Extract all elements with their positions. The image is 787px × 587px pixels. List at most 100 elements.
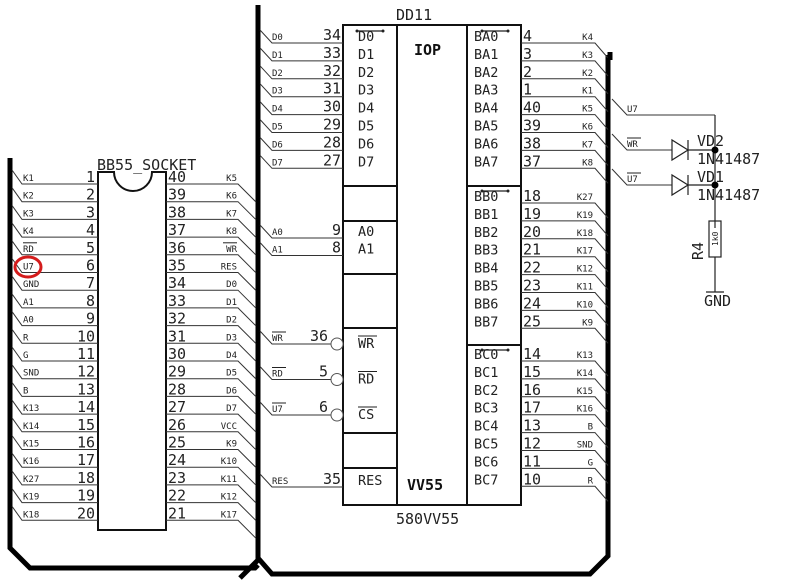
net-nu7[interactable]: U7	[611, 168, 715, 186]
pin-number: 10	[523, 470, 541, 488]
wire	[11, 364, 98, 380]
bidir-arrow-icon	[355, 29, 385, 33]
middle-bus	[238, 5, 261, 580]
pin-number: 1	[86, 168, 95, 186]
pin-number: 6	[319, 398, 328, 416]
socket-pin-4[interactable]: K4 4	[11, 221, 98, 239]
wire	[521, 450, 609, 466]
net-label: WR	[272, 334, 283, 344]
signal-name: BB1	[474, 207, 498, 223]
net-label: K4	[23, 227, 34, 237]
wire	[166, 307, 257, 327]
net-label: K15	[23, 440, 39, 450]
pin-number: 5	[319, 363, 328, 381]
net-nwr[interactable]: WR	[611, 133, 715, 151]
wire	[11, 488, 98, 504]
wire	[11, 311, 98, 327]
net-u7[interactable]: U7	[611, 98, 715, 116]
pin-number: 24	[523, 294, 541, 312]
signal-name: BC6	[474, 454, 498, 470]
pin-number: 4	[86, 221, 95, 239]
gnd-label: GND	[704, 292, 731, 310]
